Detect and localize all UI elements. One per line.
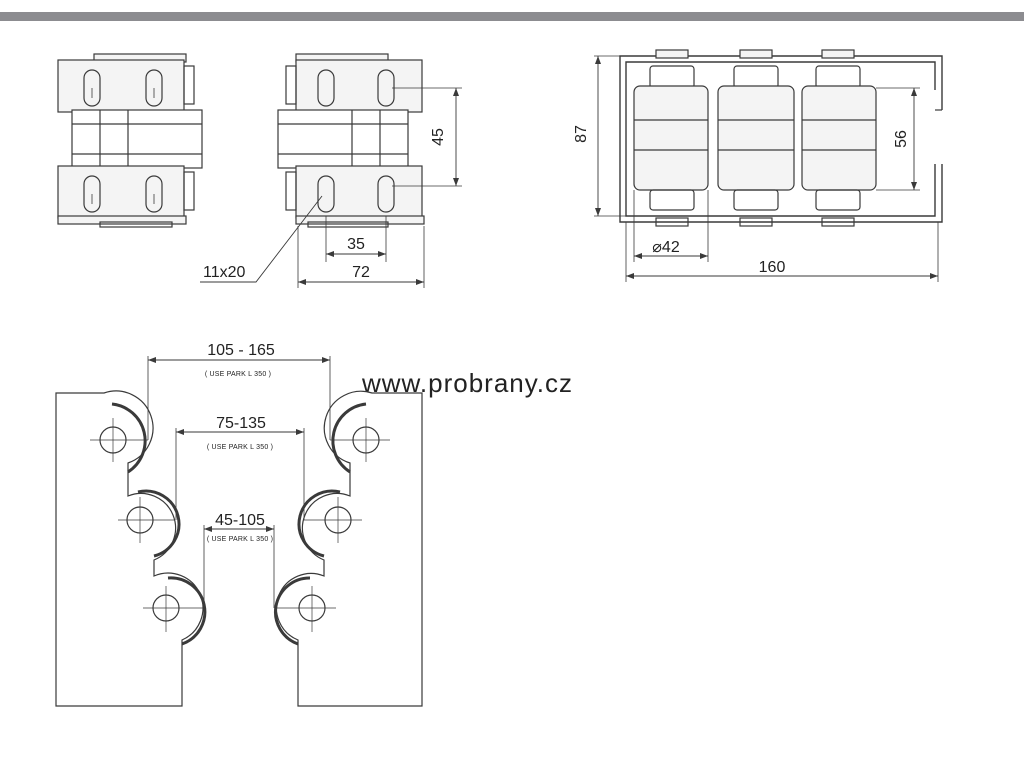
plan-view — [55, 356, 423, 707]
slot-size-label: 11x20 — [203, 264, 246, 281]
dim-diameter-label: ⌀42 — [652, 239, 680, 256]
dim-35-label: 35 — [347, 236, 365, 253]
front-view — [594, 49, 943, 282]
header-bar — [0, 12, 1024, 21]
dim-56-label: 56 — [893, 130, 910, 148]
side-view-right — [200, 53, 462, 288]
range-inner-label: 45-105 — [215, 512, 265, 529]
range-middle-note: ( USE PARK L 350 ) — [207, 444, 273, 451]
dim-87-label: 87 — [573, 125, 590, 143]
range-inner-note: ( USE PARK L 350 ) — [207, 536, 273, 543]
side-view-left — [57, 53, 203, 228]
range-outer-label: 105 - 165 — [207, 342, 275, 359]
dim-45-label: 45 — [430, 128, 447, 146]
range-outer-note: ( USE PARK L 350 ) — [205, 371, 271, 378]
dim-160-label: 160 — [759, 259, 786, 276]
dim-72-label: 72 — [352, 264, 370, 281]
range-middle-label: 75-135 — [216, 415, 266, 432]
